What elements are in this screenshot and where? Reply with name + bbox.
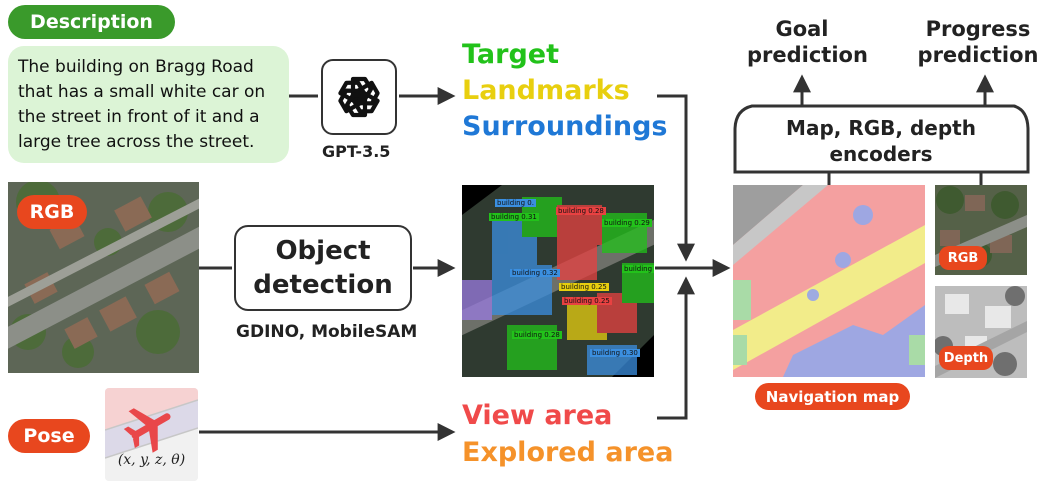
encoder-line1: Map, RGB, depth <box>786 116 976 140</box>
detection-label: building <box>622 265 654 273</box>
detection-models-label: GDINO, MobileSAM <box>236 322 418 342</box>
object-detection-line1: Object <box>275 236 371 266</box>
pose-pill: Pose <box>8 419 90 453</box>
detection-image: building 0. building 0.31 building 0.28 bui… <box>462 185 654 377</box>
object-detection-box: Object detection <box>234 225 412 311</box>
gpt-logo-box <box>321 59 397 135</box>
detection-label: building 0.32 <box>510 269 560 277</box>
landmarks-label: Landmarks <box>462 75 630 106</box>
small-rgb-pill: RGB <box>939 246 987 270</box>
encoder-label: Map, RGB, depth encoders <box>748 115 1014 167</box>
navigation-map-image <box>733 185 925 377</box>
encoder-line2: encoders <box>829 142 933 166</box>
object-detection-line2: detection <box>253 270 393 300</box>
detection-label: building 0.25 <box>562 297 612 305</box>
detection-label: building 0.29 <box>602 219 652 227</box>
openai-logo-icon <box>338 76 380 118</box>
arrow-view-up <box>657 276 695 420</box>
description-text: The building on Bragg Road that has a sm… <box>8 46 289 163</box>
detection-label: building 0.28 <box>512 331 562 339</box>
detection-label: building 0.25 <box>559 283 609 291</box>
progress-prediction-label: Progress prediction <box>916 16 1039 68</box>
goal-line2: prediction <box>747 43 868 67</box>
description-pill: Description <box>8 5 175 39</box>
pose-formula: (x, y, z, θ) <box>117 452 186 468</box>
target-label: Target <box>462 39 560 70</box>
depth-pill: Depth <box>939 346 993 370</box>
detection-label: building 0.28 <box>556 207 606 215</box>
rgb-pill: RGB <box>17 195 87 229</box>
navigation-map-pill: Navigation map <box>755 383 910 410</box>
surroundings-label: Surroundings <box>462 111 668 142</box>
pose-image: (x, y, z, θ) <box>105 388 198 481</box>
goal-prediction-label: Goal prediction <box>747 16 868 68</box>
airplane-icon <box>123 408 171 453</box>
progress-line2: prediction <box>917 43 1039 67</box>
detection-label: building 0.31 <box>489 213 539 221</box>
detection-label: building 0. <box>495 199 536 207</box>
progress-line1: Progress <box>925 17 1031 41</box>
gpt-label: GPT-3.5 <box>322 142 391 161</box>
goal-line1: Goal <box>775 17 829 41</box>
explored-area-label: Explored area <box>462 437 674 468</box>
detection-label: building 0.30 <box>590 349 640 357</box>
view-area-label: View area <box>462 400 613 431</box>
rgb-aerial-image <box>8 182 199 373</box>
